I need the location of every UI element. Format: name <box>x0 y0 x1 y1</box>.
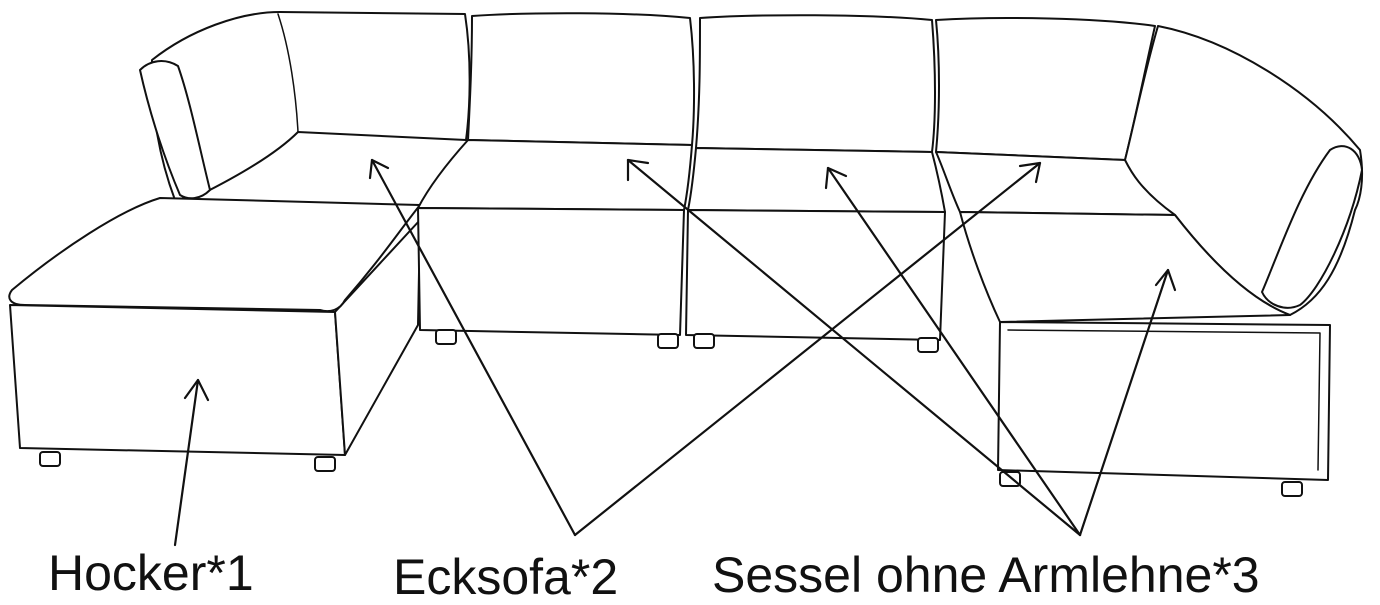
left-corner-back-inner <box>277 13 299 133</box>
middle-module-1 <box>417 12 696 349</box>
right-corner-base-inner <box>1007 329 1321 471</box>
arrow-hocker <box>173 378 200 547</box>
left-corner-back <box>150 11 471 201</box>
label-hocker: Hocker*1 <box>48 545 254 601</box>
left-corner-module <box>139 11 471 201</box>
hocker-module <box>8 197 421 472</box>
label-sessel: Sessel ohne Armlehne*3 <box>712 547 1260 603</box>
middle2-leg-right <box>917 337 939 353</box>
left-corner-arm <box>139 60 211 200</box>
right-corner-seat <box>959 211 1291 323</box>
hocker-leg-right <box>314 456 336 472</box>
callout-arrows <box>173 158 1177 547</box>
middle1-leg-right <box>657 333 679 349</box>
hocker-top <box>8 197 421 313</box>
arrowhead-ecksofa-left <box>368 158 390 180</box>
arrow-sessel-1 <box>626 158 1082 537</box>
arrowhead-sessel-1 <box>626 158 650 182</box>
arrowhead-sessel-3 <box>1154 268 1177 292</box>
arrow-ecksofa-left <box>370 158 577 537</box>
middle2-seat <box>687 147 946 213</box>
middle-module-2 <box>685 14 946 353</box>
right-corner-arm <box>1261 145 1363 309</box>
arrowhead-ecksofa-right <box>1018 161 1042 184</box>
hocker-leg-left <box>39 451 61 467</box>
right-corner-leg-right <box>1281 481 1303 497</box>
middle2-base <box>685 209 946 341</box>
right-corner-base <box>997 321 1331 481</box>
arrow-sessel-2 <box>826 166 1082 537</box>
arrow-ecksofa-right <box>573 161 1042 537</box>
arrowhead-hocker <box>183 378 210 402</box>
middle3-back <box>935 17 1156 161</box>
middle2-leg-left <box>693 333 715 349</box>
middle2-back <box>695 14 936 153</box>
arrowhead-sessel-2 <box>824 166 848 190</box>
right-corner-module <box>959 25 1364 497</box>
middle1-seat <box>417 139 693 211</box>
hocker-side <box>334 219 421 456</box>
middle1-base <box>417 207 685 336</box>
middle1-leg-left <box>435 329 457 345</box>
label-ecksofa: Ecksofa*2 <box>393 549 619 605</box>
hocker-front <box>9 304 346 456</box>
arrow-sessel-3 <box>1078 268 1170 537</box>
middle1-back <box>467 12 696 146</box>
